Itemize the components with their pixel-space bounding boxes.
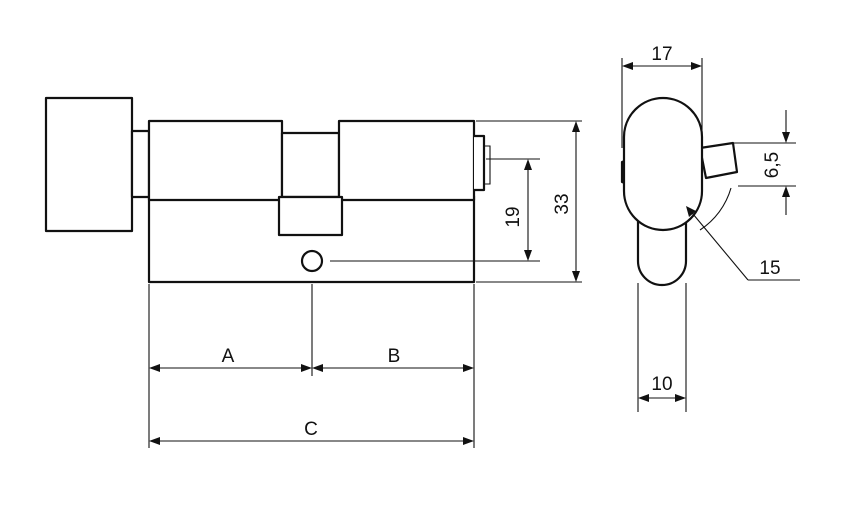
thumb-turn-knob <box>44 96 134 233</box>
right-plug <box>337 119 476 202</box>
dimension-6-5: 6,5 <box>734 110 796 215</box>
dimension-19: 19 <box>330 158 540 262</box>
dimension-a-b: A B <box>148 284 475 448</box>
dimension-b-label: B <box>388 346 401 367</box>
dimension-c: C <box>149 419 474 445</box>
end-view-cam <box>698 141 739 180</box>
dimension-17-label: 17 <box>651 44 672 65</box>
end-stub <box>474 134 486 192</box>
cylinder-side-view <box>44 96 491 284</box>
dimension-17: 17 <box>621 44 703 148</box>
dimension-a-label: A <box>222 346 235 367</box>
cylinder-end-view <box>620 96 739 287</box>
dimension-33: 33 <box>476 120 582 283</box>
dimension-10: 10 <box>637 283 687 412</box>
cam-slot <box>277 195 344 237</box>
dimension-c-label: C <box>304 419 318 440</box>
dimension-15: 15 <box>686 187 800 281</box>
dimension-15-label: 15 <box>759 258 780 279</box>
dimension-33-label: 33 <box>552 193 573 214</box>
dimension-6-5-label: 6,5 <box>762 152 783 178</box>
end-view-head <box>622 96 704 232</box>
left-plug <box>147 119 284 202</box>
middle-connector <box>280 131 341 199</box>
knob-shaft <box>130 129 151 199</box>
dimension-19-label: 19 <box>503 206 524 227</box>
dimension-10-label: 10 <box>651 374 672 395</box>
screw-hole <box>300 249 324 273</box>
